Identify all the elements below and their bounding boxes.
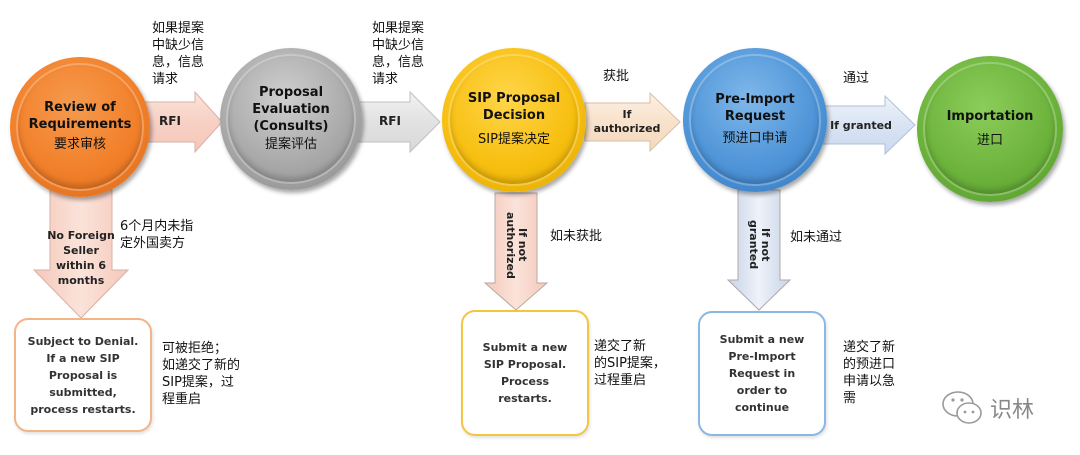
note-line: 的SIP提案， [594, 356, 666, 371]
node-subtitle: SIP提案决定 [478, 132, 550, 147]
note-line: 需 [843, 391, 857, 406]
note-line: 息，信息 [372, 55, 425, 70]
label-line: Seller [63, 244, 99, 257]
node-title: Pre-Import [715, 92, 795, 107]
wechat-icon [942, 391, 982, 424]
node-review-of-requirements: Review of Requirements 要求审核 [10, 57, 150, 197]
note-rfi-1: 如果提案 中缺少信 息，信息 请求 [152, 20, 204, 88]
arrow-rfi-2 [354, 90, 441, 154]
node-subtitle: 进口 [976, 132, 1003, 148]
note-line: 递交了新 [594, 339, 647, 354]
label-line: within 6 [55, 259, 107, 272]
node-sip-proposal-decision: SIP Proposal Decision SIP提案决定 [442, 48, 586, 192]
node-pre-import-request: Pre-Import Request 预进口申请 [683, 48, 827, 192]
note-line: 递交了新 [843, 340, 896, 355]
box-line: Proposal is [48, 368, 118, 382]
note-line: 如递交了新的 [162, 358, 241, 373]
label-line: If not [759, 228, 772, 262]
note-line: 请求 [152, 72, 179, 87]
label-line: If not [516, 228, 529, 262]
node-importation: Importation 进口 [917, 56, 1063, 202]
arrow-label-no-foreign-seller: No Foreign Seller within 6 months [46, 228, 116, 288]
note-granted: 通过 [843, 71, 870, 86]
note-line: 的预进口 [843, 357, 896, 372]
note-line: 定外国卖方 [120, 236, 186, 251]
outcome-submit-new-pre-import: Submit a new Pre-Import Request in order… [698, 311, 826, 436]
label-line: granted [747, 220, 760, 270]
arrow-label-rfi-2: RFI [379, 114, 401, 128]
arrow-if-granted [819, 94, 916, 156]
node-title: Evaluation [252, 101, 330, 117]
arrow-if-authorized [584, 91, 681, 153]
note-line: 程重启 [162, 392, 202, 407]
note-line: 6个月内未指 [120, 219, 194, 234]
node-title: Proposal [258, 84, 324, 100]
arrow-label-if-not-authorized: If not authorized [504, 205, 529, 285]
arrow-label-if-authorized: If authorized [588, 108, 666, 136]
box-line: Submit a new [482, 341, 568, 354]
label-line: authorized [504, 211, 517, 279]
node-title: Importation [946, 108, 1034, 124]
note-new-pre-import: 递交了新 的预进口 申请以急 需 [843, 339, 895, 407]
box-line: Submit a new [719, 333, 805, 346]
label-line: months [57, 274, 105, 287]
box-line: SIP Proposal. [483, 358, 567, 371]
box-line: Process [500, 375, 550, 388]
note-denial: 可被拒绝； 如递交了新的 SIP提案，过 程重启 [162, 340, 240, 408]
box-line: restarts. [498, 392, 552, 405]
node-subtitle: 提案评估 [264, 136, 317, 152]
note-not-granted: 如未通过 [790, 230, 843, 245]
note-not-authorized: 如未获批 [550, 229, 603, 244]
node-subtitle: 要求审核 [53, 137, 106, 152]
node-subtitle: 预进口申请 [722, 131, 788, 146]
note-authorized: 获批 [603, 69, 630, 84]
node-title: (Consults) [253, 118, 329, 134]
outcome-subject-to-denial: Subject to Denial. If a new SIP Proposal… [14, 318, 152, 432]
box-line: order to [736, 384, 788, 397]
arrow-if-not-authorized [483, 192, 549, 311]
arrow-no-foreign-seller [32, 189, 130, 319]
box-line: Pre-Import [728, 350, 796, 363]
note-line: 如果提案 [152, 21, 205, 36]
box-line: Subject to Denial. [27, 334, 139, 348]
box-line: continue [734, 401, 790, 414]
note-line: 息，信息 [152, 55, 205, 70]
label-line: No Foreign [47, 229, 115, 242]
node-title: Request [724, 109, 786, 124]
note-line: 请求 [372, 72, 399, 87]
arrow-rfi-1 [144, 90, 223, 154]
arrow-label-rfi-1: RFI [159, 114, 181, 128]
note-line: SIP提案，过 [162, 375, 234, 390]
box-line: submitted, [49, 385, 117, 399]
note-line: 可被拒绝； [162, 341, 228, 356]
outcome-submit-new-sip: Submit a new SIP Proposal. Process resta… [461, 310, 589, 436]
note-line: 申请以急 [843, 374, 896, 389]
note-new-sip: 递交了新 的SIP提案， 过程重启 [594, 338, 666, 389]
box-line: process restarts. [30, 402, 136, 416]
node-title: Review of [44, 100, 116, 115]
arrow-if-not-granted [726, 189, 792, 311]
arrow-label-if-granted: If granted [830, 119, 892, 132]
note-rfi-2: 如果提案 中缺少信 息，信息 请求 [372, 20, 424, 88]
node-title: SIP Proposal [467, 91, 561, 106]
note-line: 如果提案 [372, 21, 425, 36]
arrow-label-if-not-granted: If not granted [747, 215, 772, 275]
label-line: authorized [593, 122, 661, 135]
note-no-foreign-seller: 6个月内未指 定外国卖方 [120, 218, 193, 252]
node-title: Decision [482, 108, 546, 123]
node-title: Requirements [28, 117, 132, 132]
note-line: 中缺少信 [152, 38, 205, 53]
node-proposal-evaluation: Proposal Evaluation (Consults) 提案评估 [220, 48, 362, 190]
note-line: 中缺少信 [372, 38, 425, 53]
box-line: Request in [728, 367, 796, 380]
watermark-text: 识林 [990, 398, 1035, 423]
note-line: 过程重启 [594, 373, 647, 388]
label-line: If [622, 108, 632, 121]
box-line: If a new SIP [46, 351, 120, 365]
